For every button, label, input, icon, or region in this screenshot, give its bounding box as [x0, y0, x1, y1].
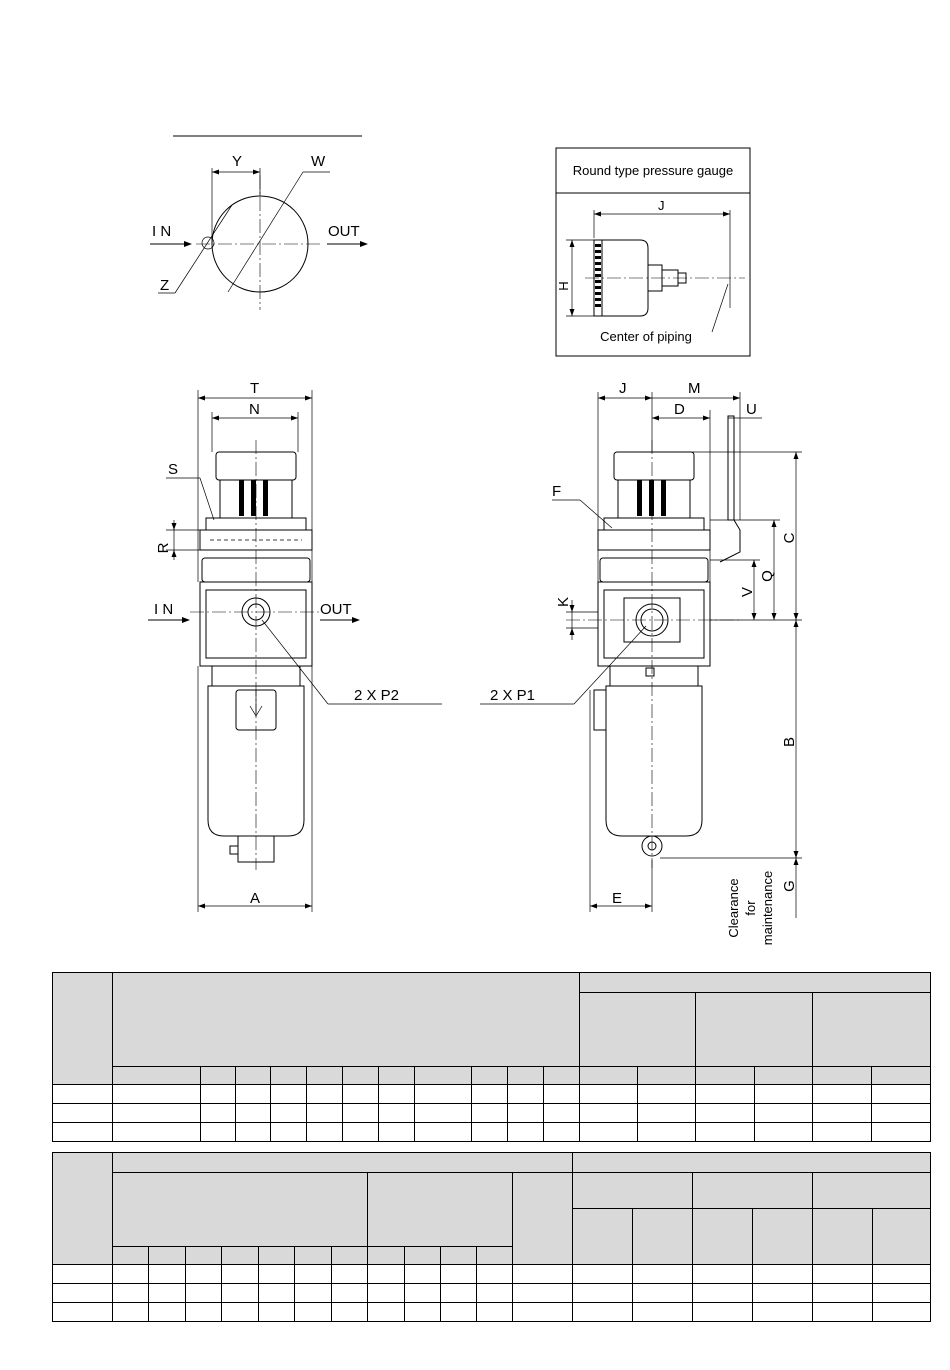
front-out-label: OUT [320, 601, 352, 618]
symbol-out-label: OUT [328, 223, 360, 240]
side-port-label: 2 X P1 [490, 687, 535, 704]
table2-col [330, 1246, 368, 1265]
side-dim-b: B [781, 737, 798, 747]
table2-sub [871, 1208, 932, 1265]
clearance-line-1: Clearance [726, 878, 741, 937]
table1-model-header [52, 972, 113, 1085]
clearance-line-3: maintenance [760, 871, 775, 945]
table1-col [543, 1066, 581, 1085]
table2-group-3 [512, 1172, 574, 1265]
table2-option-1 [572, 1172, 694, 1209]
front-dim-n: N [249, 401, 260, 418]
table2-model-header [52, 1152, 113, 1265]
table1-col [111, 1066, 201, 1085]
table1-col [695, 1066, 756, 1085]
table2-col [439, 1246, 478, 1265]
dim-w: W [311, 153, 326, 170]
front-dim-s: S [168, 461, 178, 478]
table1-col [812, 1066, 872, 1085]
side-view: J M D U F K V [480, 380, 802, 945]
table1-col [269, 1066, 307, 1085]
symbol-in-label: I N [152, 223, 171, 240]
side-dim-c: C [781, 532, 798, 543]
gauge-dim-j: J [658, 198, 665, 213]
table1-option-3 [812, 992, 931, 1067]
table2-col [257, 1246, 295, 1265]
table-row [52, 1302, 932, 1322]
gauge-dim-h: H [556, 281, 571, 290]
table2-col [366, 1246, 405, 1265]
dimension-drawing: Y W Z I N OUT Round type pressure gauge [148, 135, 802, 945]
table1-col [471, 1066, 509, 1085]
gauge-box-title: Round type pressure gauge [573, 163, 733, 178]
table1-col [341, 1066, 379, 1085]
dimension-table-1 [52, 972, 932, 1142]
side-dim-f: F [552, 483, 561, 500]
symbol-view: Y W Z I N OUT [150, 135, 368, 310]
table1-options-header [579, 972, 931, 993]
table2-group-2 [366, 1172, 514, 1247]
table2-sub [752, 1208, 814, 1265]
clearance-line-2: for [743, 900, 758, 916]
table2-col [220, 1246, 259, 1265]
side-dim-v: V [739, 587, 756, 597]
table1-col [637, 1066, 697, 1085]
table1-option-2 [695, 992, 813, 1067]
table2-sub [632, 1208, 694, 1265]
table-row [52, 1103, 932, 1123]
dim-z: Z [160, 277, 169, 294]
table1-col [579, 1066, 639, 1085]
table2-col [111, 1246, 149, 1265]
table2-sub [692, 1208, 754, 1265]
table1-col [413, 1066, 473, 1085]
table1-col [870, 1066, 932, 1085]
table1-col [507, 1066, 545, 1085]
table1-col [199, 1066, 236, 1085]
side-dim-d: D [674, 401, 685, 418]
table2-sub [812, 1208, 873, 1265]
table2-col [147, 1246, 186, 1265]
table2-options-header [572, 1152, 931, 1173]
front-dim-t: T [250, 380, 259, 397]
table2-dimensions-header [111, 1152, 574, 1173]
table1-option-1 [579, 992, 697, 1067]
table1-col [377, 1066, 415, 1085]
table2-sub [572, 1208, 634, 1265]
side-dim-q: Q [759, 570, 776, 582]
side-dim-e: E [612, 890, 622, 907]
front-dim-a: A [250, 890, 260, 907]
table-row [52, 1264, 932, 1284]
gauge-box: Round type pressure gauge J H C [555, 147, 751, 357]
table2-option-2 [692, 1172, 814, 1209]
table1-col [234, 1066, 271, 1085]
table-row [52, 1122, 932, 1142]
front-port-label: 2 X P2 [354, 687, 399, 704]
table-row [52, 1283, 932, 1303]
side-dim-g: G [781, 880, 798, 892]
front-view: T N S R I N OUT 2 X P2 A [148, 380, 442, 912]
table2-col [403, 1246, 441, 1265]
front-in-label: I N [154, 601, 173, 618]
gauge-center-note: Center of piping [600, 329, 692, 344]
table2-col [184, 1246, 222, 1265]
table2-option-3 [812, 1172, 931, 1209]
table2-col [476, 1246, 514, 1265]
side-dim-m: M [688, 380, 701, 397]
table2-group-1 [111, 1172, 368, 1247]
table1-col [754, 1066, 813, 1085]
table1-col [305, 1066, 343, 1085]
dim-y: Y [232, 153, 242, 170]
table1-dimensions-header [111, 972, 581, 1067]
table-row [52, 1084, 932, 1104]
front-dim-r: R [155, 542, 172, 553]
side-dim-k: K [555, 597, 572, 607]
dimension-table-2 [52, 1152, 932, 1322]
side-dim-u: U [746, 401, 757, 418]
table2-col [293, 1246, 332, 1265]
side-dim-j: J [619, 380, 627, 397]
